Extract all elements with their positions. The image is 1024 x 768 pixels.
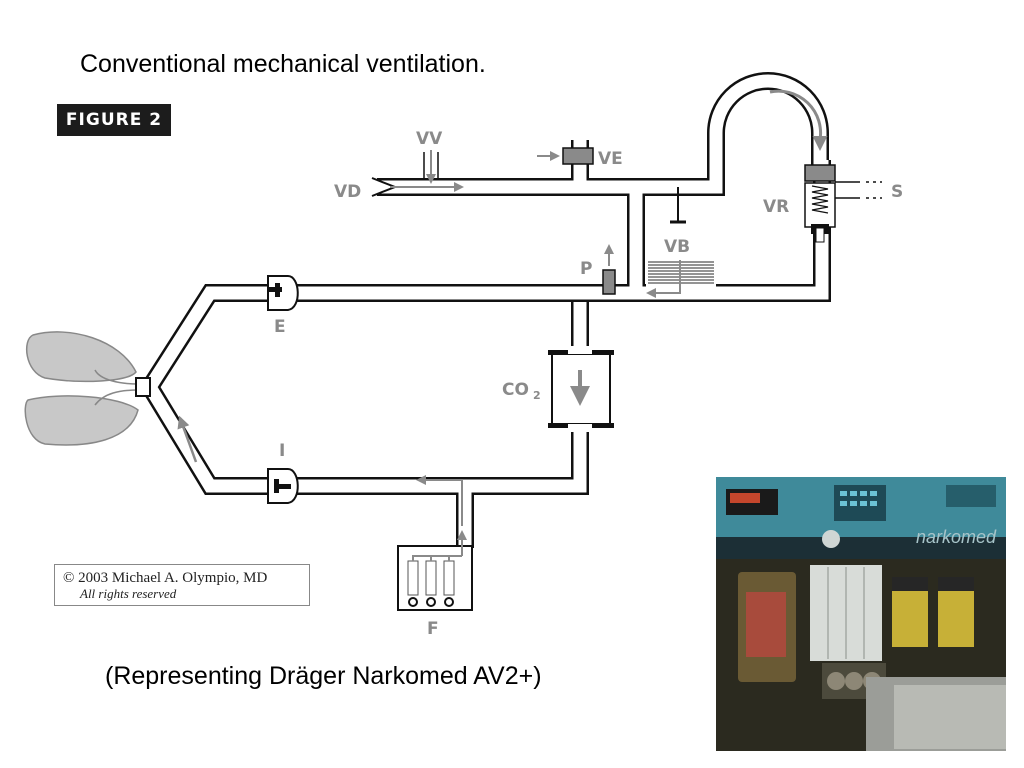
co2-absorber [548, 346, 614, 432]
label-ve: VE [598, 149, 623, 169]
label-vb: VB [664, 237, 690, 257]
figure-badge: FIGURE 2 [57, 104, 171, 136]
rights-line: All rights reserved [80, 586, 177, 601]
label-vr: VR [763, 197, 789, 217]
label-co2: CO [502, 380, 529, 400]
label-p: P [580, 259, 592, 279]
subtitle: (Representing Dräger Narkomed AV2+) [105, 662, 542, 690]
slide-title: Conventional mechanical ventilation. [80, 50, 486, 78]
copyright-line: © 2003 Michael A. Olympio, MD [63, 570, 268, 586]
copyright-box: © 2003 Michael A. Olympio, MD All rights… [54, 564, 310, 606]
flowmeter-block [397, 530, 473, 611]
anesthesia-machine-photo: narkomed [716, 477, 1006, 751]
label-vd: VD [334, 182, 361, 202]
inspiratory-valve [267, 468, 299, 504]
lungs [24, 331, 151, 446]
bellows [646, 260, 716, 298]
label-e: E [274, 317, 286, 337]
label-s: S [891, 182, 903, 202]
label-f: F [427, 619, 439, 639]
label-vv: VV [416, 129, 443, 149]
venturi [371, 150, 464, 197]
exhaust-valve [537, 147, 594, 165]
expiratory-valve [267, 275, 299, 311]
breathing-circuit-tubing [138, 72, 831, 548]
pressure-sensor [602, 244, 616, 295]
label-i: I [279, 441, 285, 461]
label-co2-subscript: 2 [533, 389, 541, 402]
photo-brand: narkomed [916, 527, 997, 547]
relief-valve [804, 164, 882, 243]
